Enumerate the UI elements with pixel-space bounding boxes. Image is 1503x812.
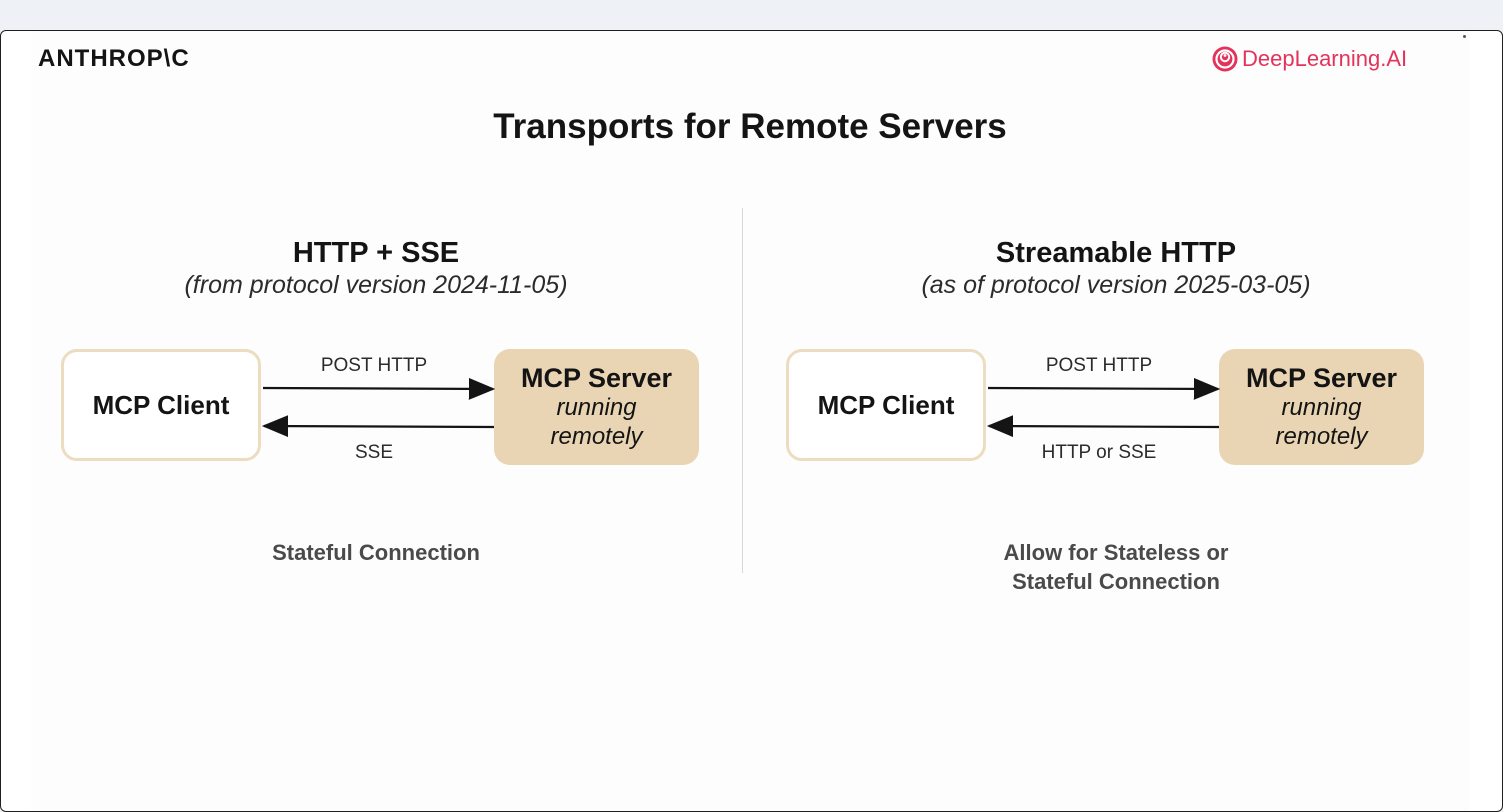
flow-arrows: [261, 377, 496, 438]
connection-note-line2: Stateful Connection: [1012, 569, 1220, 594]
server-note-line2: remotely: [550, 423, 643, 450]
server-note-line2: remotely: [1275, 423, 1368, 450]
slide: ANTHROP\C DeepLearning.AI Transports for…: [31, 31, 1469, 811]
panel-title: Streamable HTTP: [995, 237, 1237, 269]
response-label: HTTP or SSE: [1041, 442, 1157, 463]
slide-viewer: ANTHROP\C DeepLearning.AI Transports for…: [0, 30, 1503, 812]
panel-subtitle: (from protocol version 2024-11-05): [184, 271, 568, 299]
panel-http-sse: HTTP + SSE (from protocol version 2024-1…: [31, 31, 731, 811]
anthropic-logo: ANTHROP\C: [38, 45, 190, 72]
request-arrow: [987, 377, 1221, 400]
server-name: MCP Server: [1245, 363, 1398, 393]
mcp-client-box: MCP Client: [61, 349, 261, 461]
mcp-server-box: MCP Server running remotely: [1219, 349, 1424, 465]
deeplearning-logo: DeepLearning.AI: [1211, 45, 1407, 73]
request-label: POST HTTP: [320, 355, 428, 376]
connection-note: Allow for Stateless or Stateful Connecti…: [866, 538, 1366, 596]
response-arrow: [261, 415, 495, 438]
panel-subtitle: (as of protocol version 2025-03-05): [921, 271, 1311, 299]
corner-marker: [1463, 35, 1466, 38]
server-note-line1: running: [1281, 394, 1362, 421]
panel-streamable-http: Streamable HTTP (as of protocol version …: [756, 31, 1456, 811]
connection-note-line1: Stateful Connection: [272, 540, 480, 565]
mcp-client-box: MCP Client: [786, 349, 986, 461]
response-arrow: [986, 415, 1220, 438]
panel-divider: [742, 208, 743, 573]
response-label: SSE: [354, 442, 394, 463]
connection-note-line1: Allow for Stateless or: [1003, 540, 1229, 565]
server-name: MCP Server: [520, 363, 673, 393]
request-label: POST HTTP: [1045, 355, 1153, 376]
slide-title: Transports for Remote Servers: [493, 107, 1007, 146]
panel-title: HTTP + SSE: [292, 237, 460, 269]
server-note-line1: running: [556, 394, 637, 421]
request-arrow: [262, 377, 496, 400]
flow-arrows: [986, 377, 1221, 438]
deeplearning-swirl-icon: [1211, 45, 1239, 73]
connection-note: Stateful Connection: [176, 538, 576, 567]
mcp-server-box: MCP Server running remotely: [494, 349, 699, 465]
deeplearning-wordmark: DeepLearning.AI: [1242, 46, 1408, 71]
